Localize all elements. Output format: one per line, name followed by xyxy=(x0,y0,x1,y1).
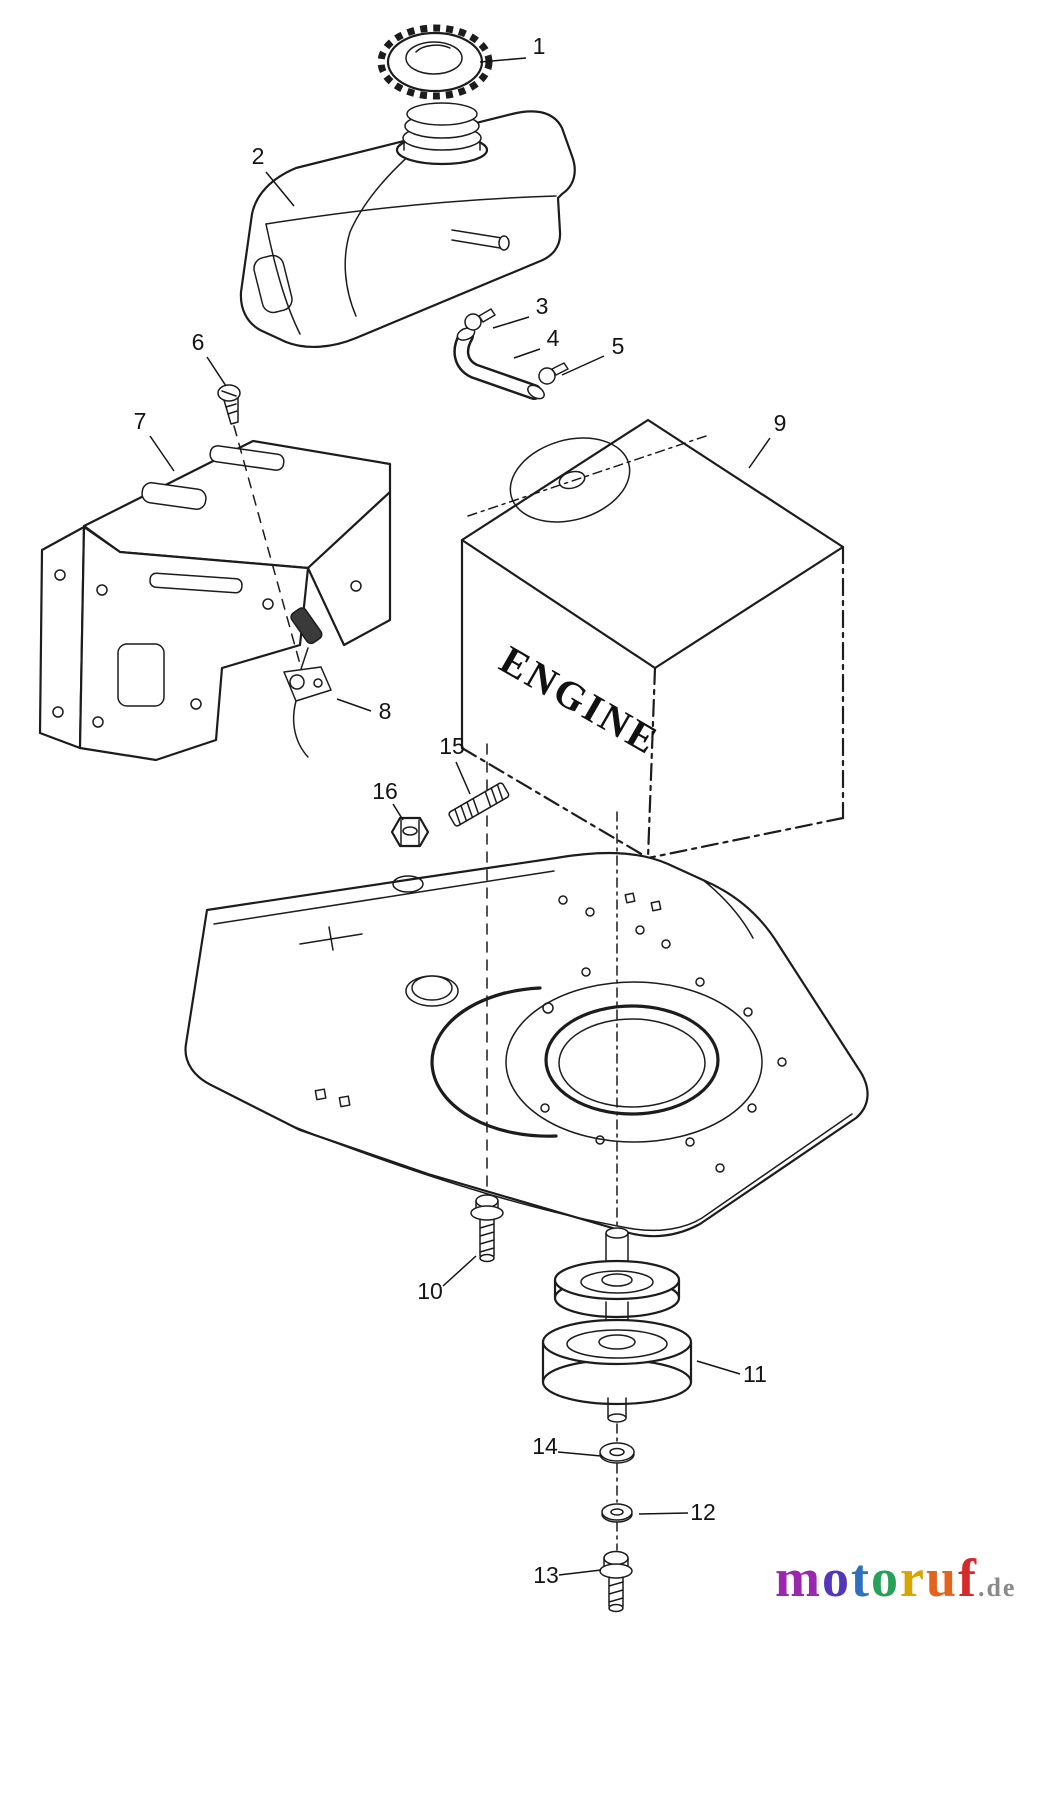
leader-line-16 xyxy=(392,803,404,821)
leader-line-2 xyxy=(265,171,295,207)
leader-line-13 xyxy=(558,1569,602,1576)
logo-letter: f xyxy=(958,1548,978,1608)
part-label-7: 7 xyxy=(134,408,147,434)
washer-14-drawing xyxy=(599,1442,635,1464)
leader-line-15 xyxy=(455,761,471,795)
logo-letter: o xyxy=(871,1548,900,1608)
pulley-stack-drawing xyxy=(541,1227,693,1423)
part-label-8: 8 xyxy=(379,698,392,724)
part-label-4: 4 xyxy=(547,325,560,351)
part-label-5: 5 xyxy=(612,333,625,359)
motoruf-logo-text: motoruf.de xyxy=(775,1548,1016,1608)
assembly-line-screw xyxy=(233,425,301,665)
hose-clamp-upper-drawing xyxy=(464,308,496,331)
logo-suffix: .de xyxy=(978,1573,1017,1602)
throttle-control-drawing xyxy=(283,607,332,758)
logo-letter: m xyxy=(775,1548,822,1608)
leader-line-3 xyxy=(492,316,530,329)
leader-line-9 xyxy=(748,437,771,469)
leader-line-5 xyxy=(561,355,605,376)
mower-deck-drawing xyxy=(184,851,869,1238)
logo-letter: u xyxy=(926,1548,958,1608)
logo-letter: r xyxy=(900,1548,926,1608)
leader-line-10 xyxy=(442,1255,477,1287)
leader-line-8 xyxy=(336,698,372,712)
part-label-13: 13 xyxy=(533,1562,559,1588)
part-label-6: 6 xyxy=(192,329,205,355)
part-label-16: 16 xyxy=(372,778,398,804)
hose-clamp-lower-drawing xyxy=(538,362,569,385)
logo-letter: t xyxy=(851,1548,871,1608)
stud-drawing xyxy=(448,782,510,827)
bolt-10-drawing xyxy=(470,1194,504,1263)
part-label-9: 9 xyxy=(774,410,787,436)
part-label-3: 3 xyxy=(536,293,549,319)
leader-line-4 xyxy=(513,348,541,359)
leader-line-1 xyxy=(479,57,527,63)
leader-line-7 xyxy=(149,435,175,472)
motoruf-logo: motoruf.de xyxy=(775,1548,1016,1608)
part-label-11: 11 xyxy=(743,1361,767,1387)
screw-drawing xyxy=(217,384,241,425)
leader-line-14 xyxy=(557,1451,602,1457)
leader-line-12 xyxy=(638,1512,689,1515)
part-label-1: 1 xyxy=(533,33,546,59)
fuel-cap-drawing xyxy=(377,24,493,166)
heat-shield-drawing xyxy=(38,439,392,762)
part-label-10: 10 xyxy=(417,1278,443,1304)
bolt-13-drawing xyxy=(599,1550,633,1613)
leader-line-6 xyxy=(206,356,227,387)
part-labels: 1 2 3 4 5 6 7 8 9 10 11 12 13 14 15 16 xyxy=(134,33,787,1588)
nut-drawing xyxy=(390,816,430,848)
engine-drawing: ENGINE xyxy=(460,418,845,860)
part-label-14: 14 xyxy=(532,1433,558,1459)
assembly-centerlines xyxy=(486,743,618,1551)
part-label-2: 2 xyxy=(252,143,265,169)
part-label-15: 15 xyxy=(439,733,465,759)
logo-letter: o xyxy=(822,1548,851,1608)
fuel-hose-drawing xyxy=(453,308,569,400)
part-label-12: 12 xyxy=(690,1499,716,1525)
washer-12-drawing xyxy=(601,1503,633,1523)
leader-line-11 xyxy=(696,1360,741,1375)
